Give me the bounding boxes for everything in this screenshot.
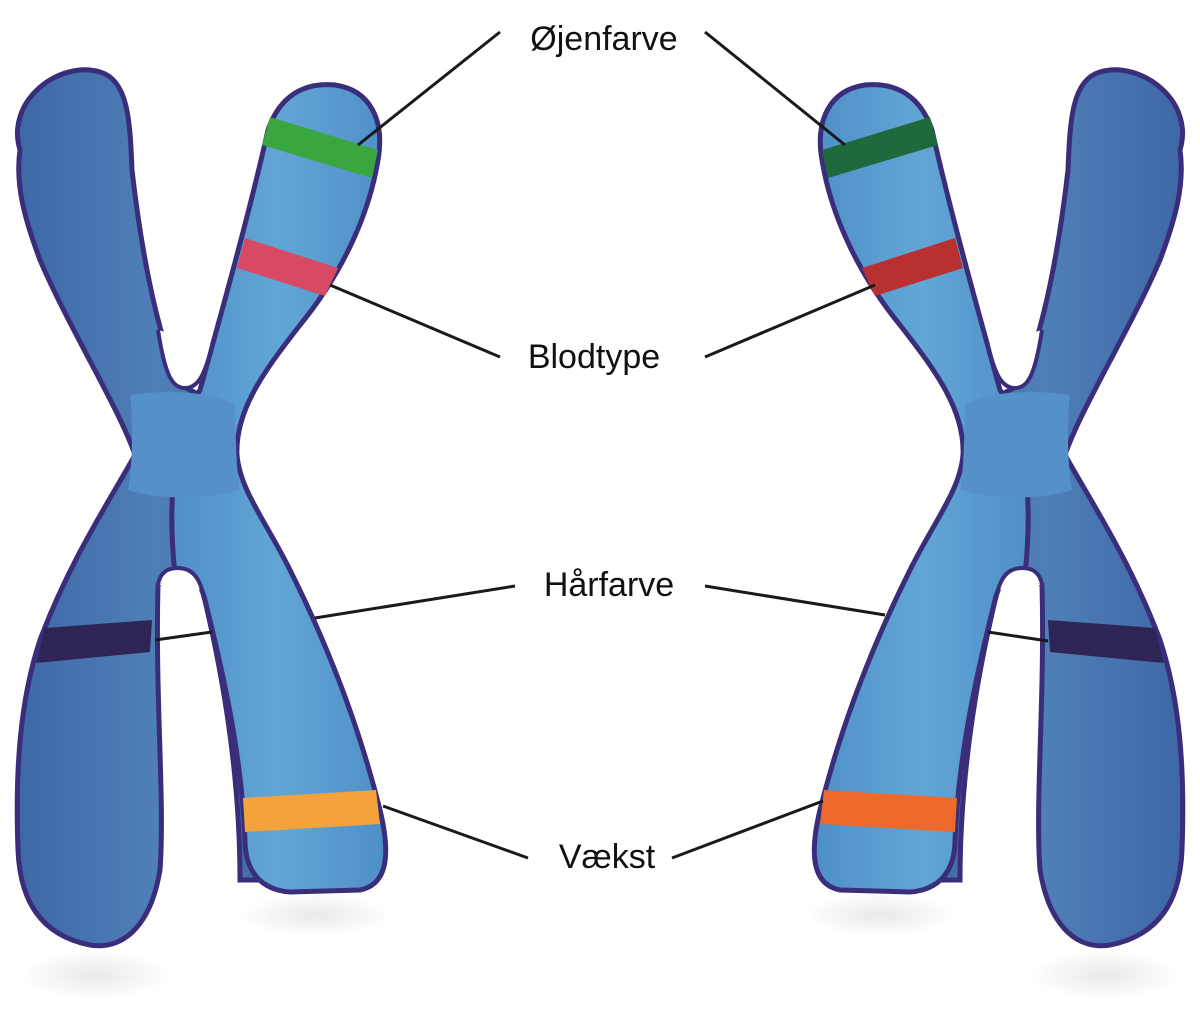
leader-blood-right — [704, 283, 876, 359]
label-eye-color: Øjenfarve — [530, 20, 677, 58]
label-growth: Vækst — [559, 838, 656, 876]
right-centromere — [960, 392, 1072, 498]
left-band-hair — [36, 620, 152, 663]
leader-growth-right — [671, 799, 824, 860]
leader-lines — [154, 30, 1049, 860]
left-band-blood — [237, 238, 338, 296]
right-upper-notch — [986, 329, 1044, 391]
right-chromosome — [811, 67, 1186, 949]
label-hair-color: Hårfarve — [544, 566, 674, 604]
left-band-eye — [262, 117, 378, 178]
right-lower-notch — [996, 565, 1044, 591]
left-lower-notch — [156, 565, 204, 591]
label-blood-type: Blodtype — [528, 338, 660, 376]
leader-hair-left — [314, 584, 516, 620]
floor-shadows — [20, 893, 1180, 1000]
leader-hair-right — [704, 584, 886, 617]
leader-eye-left — [357, 30, 501, 147]
leader-hair-right-2 — [987, 630, 1049, 643]
leader-blood-left — [329, 283, 501, 359]
right-band-growth — [820, 790, 957, 832]
right-band-eye — [822, 117, 938, 178]
right-band-blood — [862, 238, 963, 296]
left-band-growth — [243, 790, 380, 832]
right-band-hair — [1048, 620, 1164, 663]
left-upper-notch — [156, 329, 214, 391]
leader-eye-right — [704, 30, 846, 147]
left-chromosome — [14, 67, 389, 949]
left-centromere — [128, 392, 240, 498]
leader-growth-left — [382, 804, 529, 860]
leader-hair-left-2 — [154, 630, 213, 642]
